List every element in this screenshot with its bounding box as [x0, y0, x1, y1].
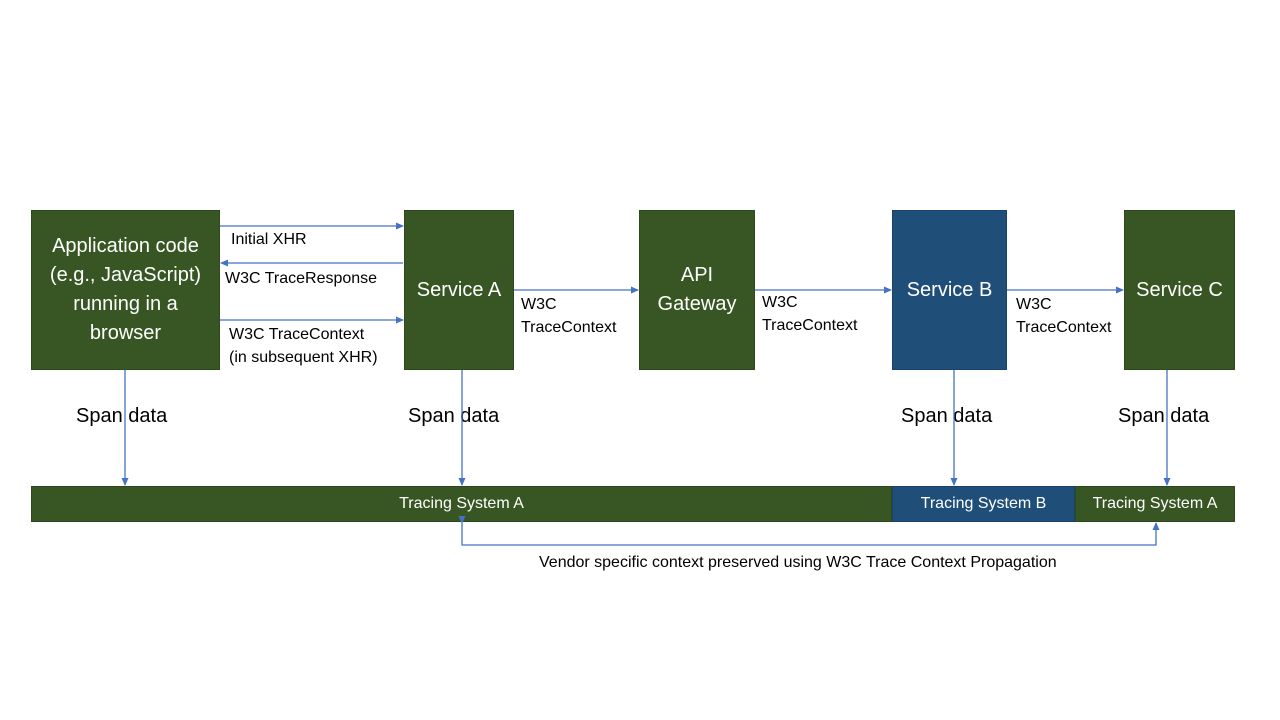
- tracing-system-b-bar: Tracing System B: [892, 486, 1075, 522]
- span-data-app-label: Span data: [76, 405, 168, 427]
- service-c-label: Service C: [1136, 278, 1223, 301]
- app-node-line: browser: [89, 322, 162, 344]
- api-gateway-node: API Gateway: [639, 210, 755, 370]
- initial-xhr-label: Initial XHR: [231, 228, 307, 251]
- edge-label-line: (in subsequent XHR): [229, 349, 378, 366]
- gateway-to-b-label: W3C TraceContext: [762, 291, 857, 337]
- trace-context-subsequent-label: W3C TraceContext (in subsequent XHR): [229, 323, 378, 369]
- edge-label-line: W3C TraceResponse: [225, 270, 378, 287]
- edge-label-line: TraceContext: [762, 317, 858, 334]
- edge-label-line: W3C TraceContext: [229, 326, 365, 343]
- edge-label-line: TraceContext: [1016, 319, 1112, 336]
- b-to-c-label: W3C TraceContext: [1016, 293, 1111, 339]
- edge-label-line: TraceContext: [521, 319, 617, 336]
- application-code-node: Application code (e.g., JavaScript) runn…: [31, 210, 220, 370]
- service-a-node: Service A: [404, 210, 514, 370]
- app-node-line: running in a: [73, 293, 178, 315]
- app-node-line: (e.g., JavaScript): [49, 264, 202, 286]
- vendor-context-bracket: [458, 516, 1160, 546]
- span-data-service-a-label: Span data: [408, 405, 500, 427]
- app-node-line: Application code: [52, 235, 199, 257]
- service-b-label: Service B: [906, 278, 993, 301]
- tracing-system-a-right-bar: Tracing System A: [1075, 486, 1235, 522]
- service-c-node: Service C: [1124, 210, 1235, 370]
- trace-response-label: W3C TraceResponse: [225, 267, 377, 290]
- a-to-gateway-label: W3C TraceContext: [521, 293, 616, 339]
- span-data-service-b-label: Span data: [901, 405, 993, 427]
- edge-label-line: W3C: [762, 294, 798, 311]
- vendor-context-note: Vendor specific context preserved using …: [539, 554, 1057, 571]
- tracing-system-a-bar: Tracing System A: [31, 486, 892, 522]
- span-data-service-c-label: Span data: [1118, 405, 1210, 427]
- api-gateway-line: Gateway: [657, 293, 737, 315]
- service-a-label: Service A: [416, 278, 502, 301]
- service-b-node: Service B: [892, 210, 1007, 370]
- edge-label-line: W3C: [521, 296, 557, 313]
- api-gateway-line: API: [680, 264, 714, 286]
- edge-label-line: Initial XHR: [231, 231, 307, 248]
- tracing-system-b-label: Tracing System B: [920, 495, 1047, 512]
- tracing-system-a-label: Tracing System A: [399, 495, 524, 512]
- tracing-system-a-right-label: Tracing System A: [1092, 495, 1218, 512]
- edge-label-line: W3C: [1016, 296, 1052, 313]
